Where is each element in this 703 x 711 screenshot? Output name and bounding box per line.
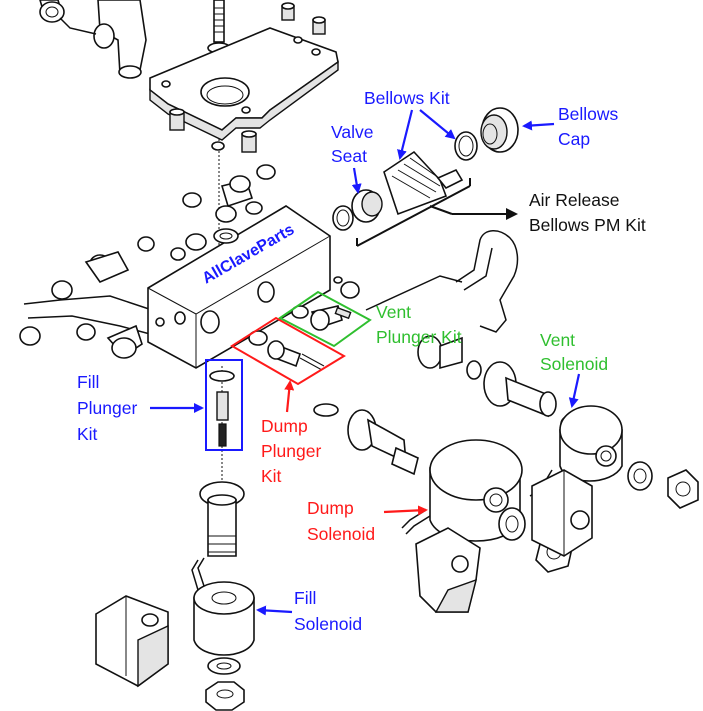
label-vent-plunger-line1: Vent bbox=[376, 302, 411, 322]
label-fill-plunger-line2: Plunger bbox=[77, 398, 137, 418]
label-valve-seat-line2: Seat bbox=[331, 146, 367, 166]
mounting-plate bbox=[149, 2, 339, 141]
manifold-fittings bbox=[19, 175, 360, 359]
label-fill-plunger-line3: Kit bbox=[77, 424, 98, 444]
label-fill-solenoid-line2: Solenoid bbox=[294, 614, 362, 634]
top-tube-assembly bbox=[39, 0, 147, 79]
dump-plunger-parts bbox=[248, 330, 325, 371]
label-dump-plunger-line1: Dump bbox=[261, 416, 308, 436]
fill-assembly bbox=[95, 366, 255, 711]
dump-plunger-box bbox=[230, 316, 346, 386]
label-fill-plunger-line1: Fill bbox=[77, 372, 99, 392]
fill-plunger-box bbox=[205, 359, 243, 451]
callout-labels: Bellows Kit Bellows Cap Valve Seat Air R… bbox=[77, 88, 646, 634]
callout-arrows bbox=[150, 109, 581, 616]
label-air-release-line1: Air Release bbox=[529, 190, 619, 210]
plate-screws bbox=[169, 108, 276, 180]
label-vent-solenoid-line1: Vent bbox=[540, 330, 575, 350]
solenoid-brackets bbox=[415, 469, 593, 613]
label-dump-solenoid-line2: Solenoid bbox=[307, 524, 375, 544]
manifold-block bbox=[147, 205, 331, 369]
label-dump-plunger-line3: Kit bbox=[261, 466, 282, 486]
label-bellows-cap-line2: Cap bbox=[558, 129, 590, 149]
label-air-release-line2: Bellows PM Kit bbox=[529, 215, 646, 235]
label-vent-plunger-line2: Plunger Kit bbox=[376, 327, 462, 347]
air-release-bracket bbox=[356, 178, 518, 247]
vent-plunger-parts bbox=[291, 305, 352, 331]
label-bellows-kit: Bellows Kit bbox=[364, 88, 450, 108]
label-bellows-cap-line1: Bellows bbox=[558, 104, 619, 124]
label-dump-plunger-line2: Plunger bbox=[261, 441, 321, 461]
vent-tube bbox=[365, 230, 519, 333]
kit-highlight-boxes bbox=[205, 290, 372, 451]
vent-solenoid-stack bbox=[417, 335, 699, 509]
label-fill-solenoid-line1: Fill bbox=[294, 588, 316, 608]
label-vent-solenoid-line2: Solenoid bbox=[540, 354, 608, 374]
label-dump-solenoid-line1: Dump bbox=[307, 498, 354, 518]
vent-plunger-box bbox=[278, 290, 372, 348]
label-valve-seat-line1: Valve bbox=[331, 122, 373, 142]
bellows-assembly bbox=[332, 107, 519, 231]
